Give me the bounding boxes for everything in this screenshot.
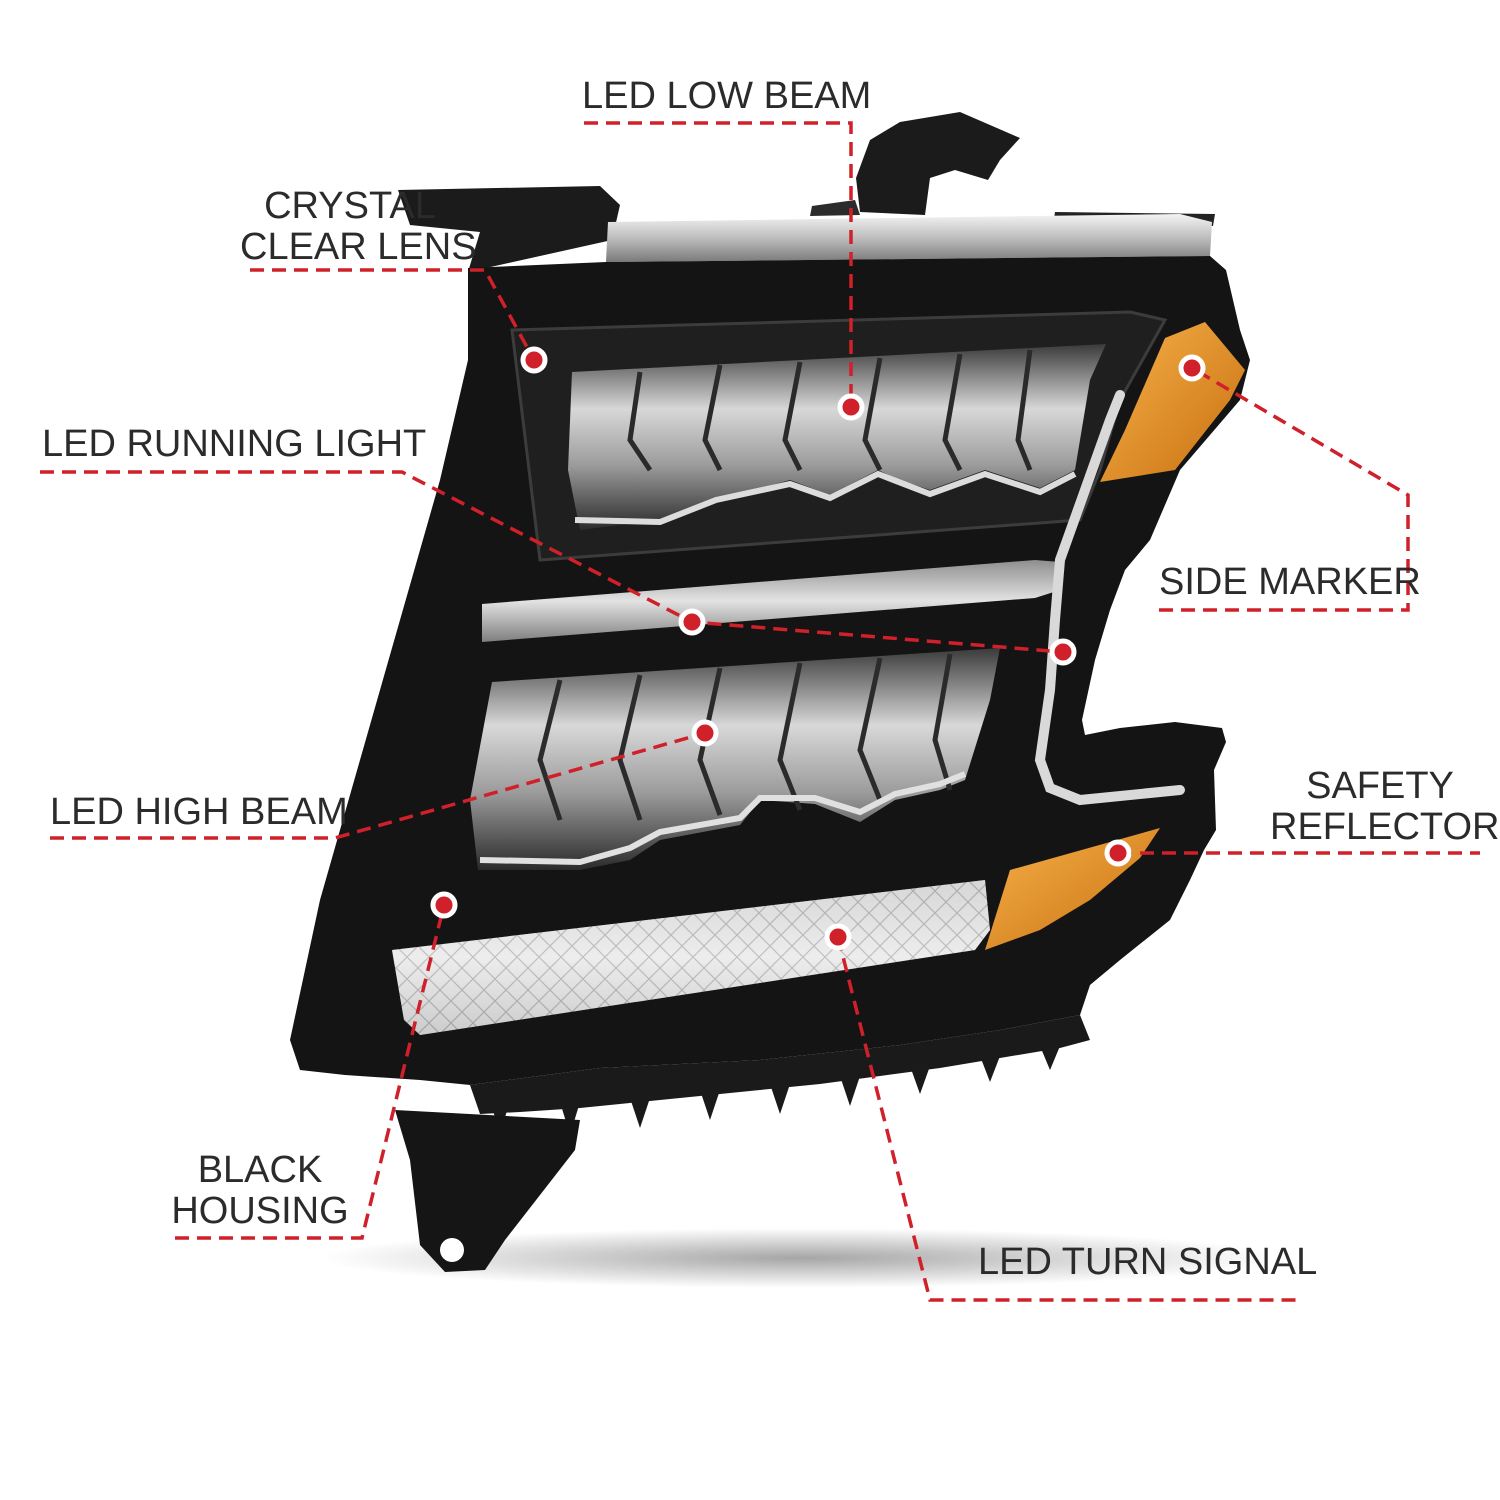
running-light-dot [678,608,706,636]
label-safety-reflector: SAFETY REFLECTOR [1270,765,1500,848]
high-beam-leader [50,731,706,840]
label-led-turn-signal-line-1: LED TURN SIGNAL [978,1241,1318,1283]
bracket-hole [440,1238,464,1262]
lens-dot [520,346,548,374]
label-led-low-beam: LED LOW BEAM [582,76,871,117]
label-led-low-beam-line-1: LED LOW BEAM [582,75,872,117]
label-crystal-clear-lens: CRYSTAL CLEAR LENS [240,185,477,268]
label-led-high-beam: LED HIGH BEAM [50,792,348,833]
running-light-bar [482,560,1060,642]
label-led-turn-signal: LED TURN SIGNAL [978,1242,1317,1283]
label-side-marker-line-1: SIDE MARKER [1159,561,1421,603]
label-black-housing-line-2: HOUSING [171,1190,349,1232]
callout-lines [40,121,1480,1302]
label-black-housing: BLACK HOUSING [160,1150,360,1232]
high-beam-dot [691,719,719,747]
turn-signal-dot [824,923,852,951]
low-beam-leader [584,121,853,407]
label-led-high-beam-line-1: LED HIGH BEAM [50,791,348,833]
label-led-running-light-line-1: LED RUNNING LIGHT [42,423,427,465]
high-beam-section [470,648,1000,870]
drl-light-guide [1034,390,1185,806]
turn-signal-leader [836,936,1300,1302]
lens-leader [250,268,536,361]
turn-signal-highlight [392,880,990,1035]
reflector-dot [1104,839,1132,867]
housing-dot [430,891,458,919]
amber-side-marker [1100,322,1245,482]
side-marker-leader [1159,366,1410,612]
callout-dots [430,346,1206,951]
label-crystal-clear-lens-line-2: CLEAR LENS [240,226,477,268]
low-beam-section [568,344,1106,530]
lower-teeth [470,1015,1090,1135]
running-light-leader [40,470,1064,654]
label-safety-reflector-line-2: REFLECTOR [1270,806,1500,848]
housing-leader [175,904,446,1240]
low-beam-dot [837,393,865,421]
running-light-dot-2 [1049,638,1077,666]
label-crystal-clear-lens-line-1: CRYSTAL [264,185,436,227]
label-led-running-light: LED RUNNING LIGHT [42,424,426,465]
ground-shadow [320,1228,1280,1288]
side-marker-dot [1178,354,1206,382]
chrome-trim [606,214,1212,262]
label-side-marker: SIDE MARKER [1159,562,1421,603]
bottom-bracket [395,1110,580,1272]
label-black-housing-line-1: BLACK [197,1149,323,1191]
label-safety-reflector-line-1: SAFETY [1306,765,1454,807]
